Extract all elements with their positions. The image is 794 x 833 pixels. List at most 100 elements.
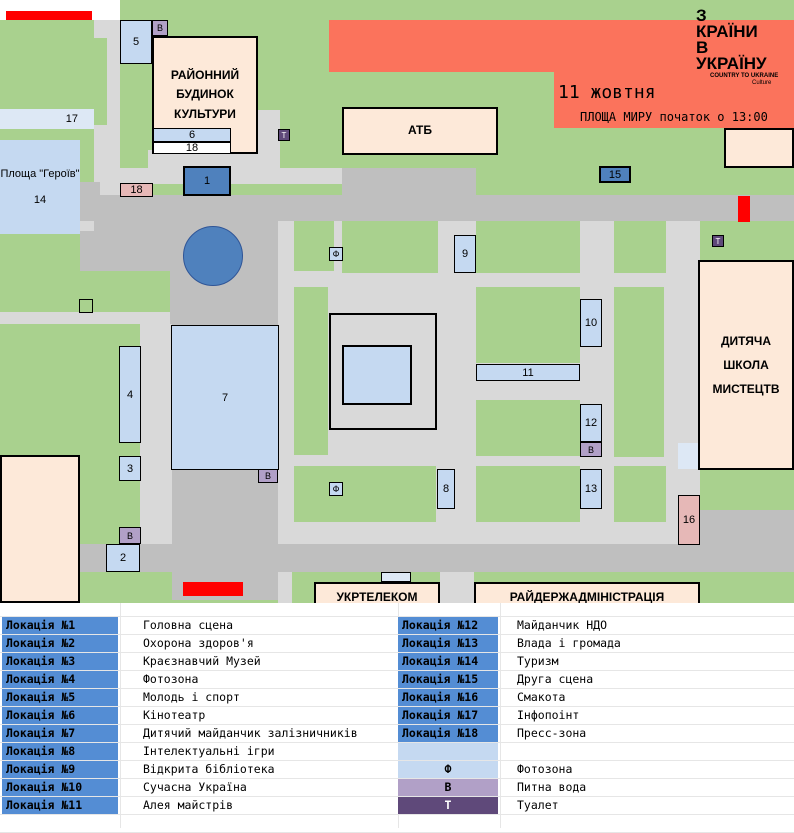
legend-location-code: Локація №4	[2, 671, 118, 688]
location-12[interactable]: 12	[580, 404, 602, 442]
building-left	[0, 455, 80, 603]
photo-zone-point[interactable]: Ф	[329, 247, 343, 261]
road	[666, 221, 700, 544]
grass-patch	[476, 466, 580, 522]
logo-english: COUNTRY TO UKRAINE	[710, 73, 779, 79]
location-3[interactable]: 3	[119, 456, 141, 481]
grass-patch	[294, 287, 328, 455]
grid-row-line	[0, 706, 794, 707]
legend-location-name: Туризм	[517, 654, 559, 668]
grass-patch	[614, 466, 666, 522]
location-11[interactable]: 11	[476, 364, 580, 381]
legend-location-name: Туалет	[517, 798, 559, 812]
road	[700, 510, 794, 544]
entrance-marker	[6, 11, 92, 20]
legend-location-name: Охорона здоров'я	[143, 636, 254, 650]
legend-location-name: Сучасна Україна	[143, 780, 247, 794]
water-point[interactable]: B	[258, 469, 278, 483]
location-18[interactable]: 18	[120, 183, 153, 197]
legend-location-name: Відкрита бібліотека	[143, 762, 275, 776]
legend-location-name: Пресс-зона	[517, 726, 587, 740]
grass-patch	[614, 287, 664, 457]
legend-location-code: Локація №13	[398, 635, 498, 652]
location-8[interactable]: 8	[437, 469, 455, 509]
grid-row-line	[0, 688, 794, 689]
building-top-right	[724, 128, 794, 168]
legend-photo-symbol: Ф	[398, 761, 498, 778]
road	[258, 110, 280, 184]
grid-row-line	[0, 670, 794, 671]
photo-zone-point[interactable]: Ф	[329, 482, 343, 496]
legend-location-name: Алея майстрів	[143, 798, 234, 812]
grid-col-line	[120, 603, 121, 828]
legend-location-name: Дитячий майданчик залізничників	[143, 726, 358, 740]
grass-patch	[294, 221, 334, 271]
location-9[interactable]: 9	[454, 235, 476, 273]
road	[278, 572, 292, 603]
road	[440, 572, 474, 603]
road	[94, 20, 120, 38]
legend-location-code: Локація №3	[2, 653, 118, 670]
main-road	[80, 195, 794, 221]
location-16[interactable]: 16	[678, 495, 700, 545]
grass-patch	[476, 400, 580, 456]
heroes-square-label: Площа "Героїв"	[0, 168, 80, 180]
ukrtelecom-entrance	[381, 572, 411, 582]
legend-location-code: Локація №18	[398, 725, 498, 742]
location-4[interactable]: 4	[119, 346, 141, 443]
location-6[interactable]: 6	[153, 128, 231, 142]
location-2[interactable]: 2	[106, 544, 140, 572]
toilet-point[interactable]: T	[712, 235, 724, 247]
road-area	[172, 470, 278, 600]
festival-logo: З КРАЇНИ В УКРАЇНУ COUNTRY TO UKRAINE Cu…	[696, 7, 780, 96]
legend-location-name: Смакота	[517, 690, 566, 704]
legend-location-name: Влада і громада	[517, 636, 621, 650]
location-1-main-stage[interactable]: 1	[183, 166, 231, 196]
grid-row-line	[0, 724, 794, 725]
entrance-marker	[738, 196, 750, 222]
grid-row-line	[0, 616, 794, 617]
building-ukrtelecom: УКРТЕЛЕКОМ	[314, 582, 440, 603]
logo-sub: Culture	[752, 80, 772, 86]
grass-patch	[476, 287, 580, 363]
location-5[interactable]: 5	[120, 20, 152, 64]
water-point[interactable]: B	[580, 442, 602, 457]
grid-col-line	[500, 603, 501, 828]
grid-row-line	[0, 778, 794, 779]
road	[80, 221, 94, 231]
grass-patch	[476, 221, 580, 273]
water-point[interactable]: B	[152, 20, 168, 36]
logo-line-2: КРАЇНИ	[696, 22, 758, 41]
grid-row-line	[0, 634, 794, 635]
road	[148, 150, 258, 168]
legend-location-name: Майданчик НДО	[517, 618, 608, 632]
legend-location-code: Локація №7	[2, 725, 118, 742]
legend-location-name: Краєзнавчий Музей	[143, 654, 261, 668]
legend-location-name: Молодь і спорт	[143, 690, 240, 704]
water-point[interactable]: B	[119, 527, 141, 544]
location-18-top[interactable]: 18	[153, 142, 231, 154]
legend-location-code	[398, 743, 498, 760]
location-10[interactable]: 10	[580, 299, 602, 347]
legend-location-name: Фотозона	[143, 672, 199, 686]
banner-background-lower	[554, 70, 794, 128]
legend-toilet-symbol: Т	[398, 797, 498, 814]
location-14[interactable]: Площа "Героїв" 14	[0, 140, 80, 234]
road-segment	[342, 168, 476, 196]
location-17[interactable]: 17	[0, 109, 94, 129]
legend-location-code: Локація №8	[2, 743, 118, 760]
legend-location-code: Локація №14	[398, 653, 498, 670]
entrance-marker	[183, 582, 243, 596]
location-13[interactable]: 13	[580, 469, 602, 509]
event-map: 11 жовтня ПЛОЩА МИРУ початок о 13:00 З К…	[0, 0, 794, 603]
legend-water-symbol: В	[398, 779, 498, 796]
logo-line-4: УКРАЇНУ	[696, 54, 767, 73]
legend-location-code: Локація №16	[398, 689, 498, 706]
toilet-point[interactable]: T	[278, 129, 290, 141]
grass-patch	[342, 221, 438, 273]
legend-location-code: Локація №5	[2, 689, 118, 706]
location-7[interactable]: 7	[171, 325, 279, 470]
legend-location-code: Локація №12	[398, 617, 498, 634]
location-15-second-stage[interactable]: 15	[599, 166, 631, 183]
